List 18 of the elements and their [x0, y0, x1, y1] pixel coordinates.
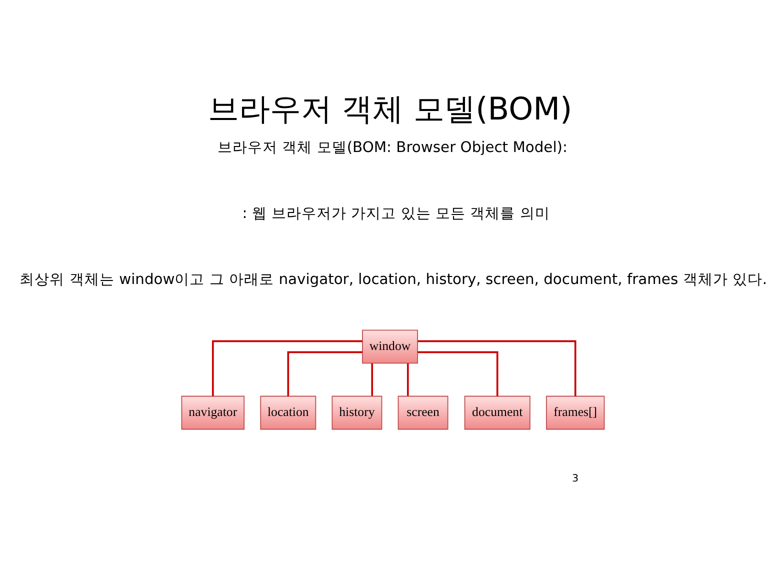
connector	[406, 362, 409, 396]
node-box: document	[464, 395, 530, 430]
label: 브라우저 객체 모델(BOM: Browser Object Model):	[217, 138, 568, 156]
node-box: history	[332, 395, 382, 430]
label: : 웹 브라우저가 가지고 있는 모든 객체를 의미	[242, 204, 550, 222]
label: 최상위 객체는 window이고 그 아래로 navigator, location, history, screen, document, frames 객체가 있다.	[20, 270, 768, 288]
diagram-title: 브라우저 객체 모델(BOM)	[208, 90, 572, 127]
connector	[371, 362, 374, 396]
connector	[287, 350, 362, 396]
connector	[418, 350, 498, 396]
node-box: frames[]	[546, 395, 605, 430]
node-box: location	[260, 395, 316, 430]
node-box: screen	[398, 395, 448, 430]
connector	[212, 340, 362, 396]
node-box: window	[362, 329, 418, 364]
node-box: navigator	[181, 395, 245, 430]
connector	[418, 340, 576, 396]
label: 3	[572, 472, 579, 484]
